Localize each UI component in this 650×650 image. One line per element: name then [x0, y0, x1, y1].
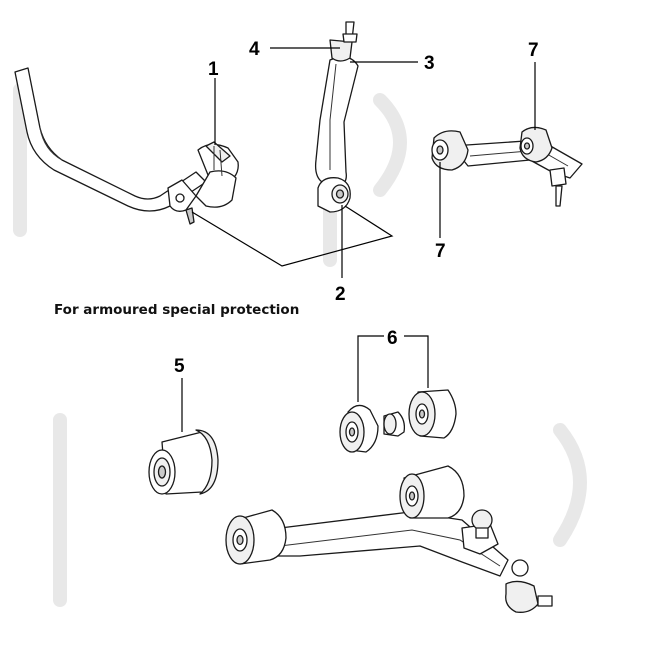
callout-3: 3	[424, 53, 435, 74]
callout-2: 2	[335, 284, 346, 305]
link-rod-lower-eye	[317, 177, 351, 213]
leader-lines-top	[191, 47, 536, 278]
callout-labels: 1 4 3 2 7 7 5 6	[174, 39, 539, 377]
lower-control-arm	[225, 465, 553, 613]
callout-7-bottom: 7	[435, 241, 446, 262]
upper-control-arm	[431, 126, 583, 207]
bushing-sleeve	[148, 429, 219, 495]
callout-4: 4	[249, 39, 260, 60]
callout-5: 5	[174, 356, 185, 377]
leader-lines-6	[357, 335, 429, 402]
callout-6: 6	[387, 328, 398, 349]
stabilizer-bushing-mount	[167, 141, 239, 225]
background-watermark	[13, 83, 587, 607]
diagram-caption: For armoured special protection	[54, 302, 299, 318]
link-rod	[314, 21, 359, 187]
callout-7-top: 7	[528, 40, 539, 61]
bushing-set-6	[339, 389, 457, 453]
callout-1: 1	[208, 59, 219, 80]
